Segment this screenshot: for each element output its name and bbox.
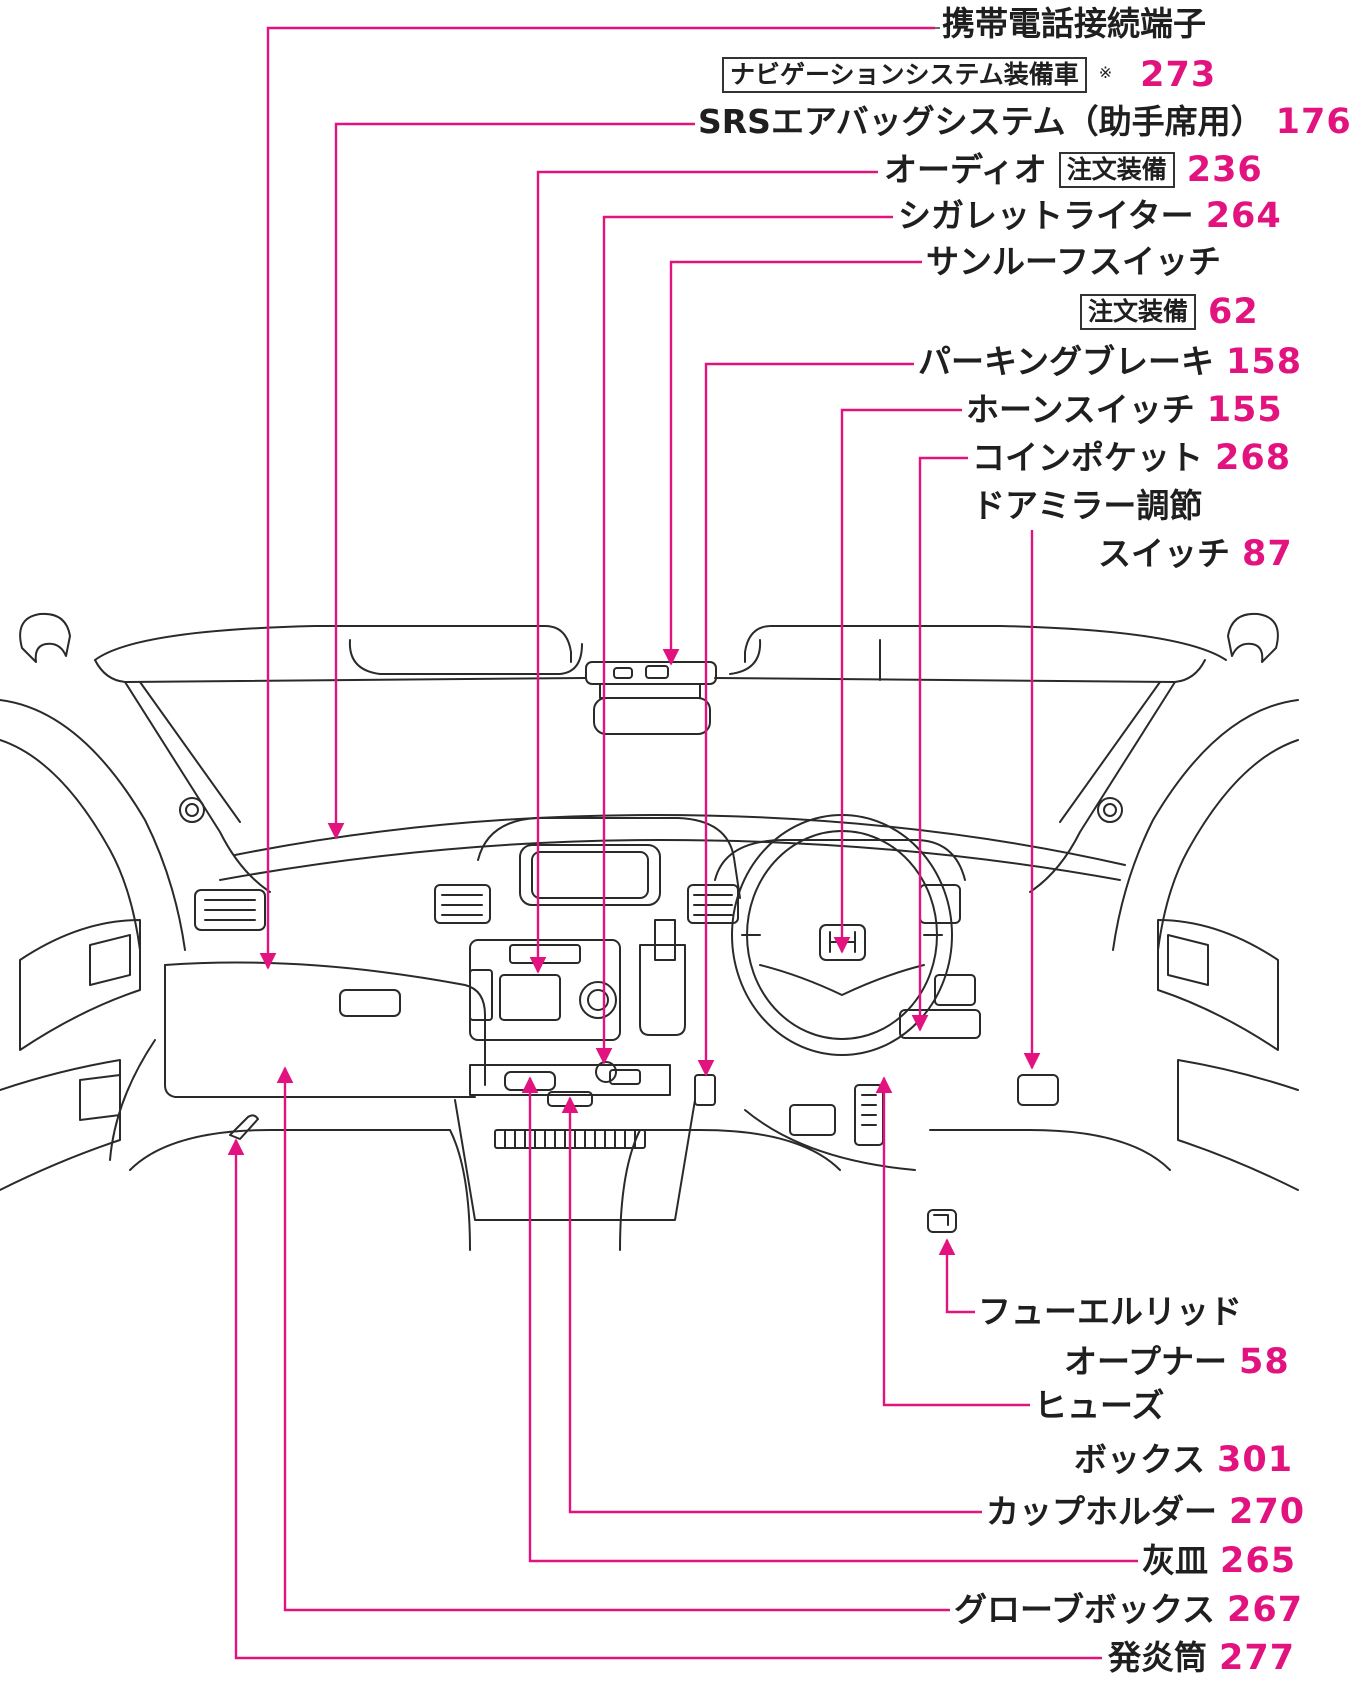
label-cup-page[interactable]: 270 bbox=[1229, 1492, 1306, 1532]
label-fuel-line2: オープナー 58 bbox=[1064, 1342, 1290, 1382]
label-audio-page[interactable]: 236 bbox=[1186, 150, 1263, 190]
label-fuse-line2: ボックス 301 bbox=[1074, 1440, 1293, 1480]
label-sunroof-tag: 注文装備 bbox=[1080, 294, 1197, 330]
label-sunroof-page[interactable]: 62 bbox=[1208, 292, 1259, 332]
label-ashtray-page[interactable]: 265 bbox=[1220, 1541, 1297, 1581]
dashboard-diagram bbox=[0, 26, 1299, 1660]
label-phone: 携帯電話接続端子 bbox=[942, 4, 1206, 44]
leader-ashtray bbox=[521, 1076, 1138, 1563]
label-glove-text: グローブボックス bbox=[954, 1590, 1216, 1629]
leader-sunroof bbox=[662, 260, 922, 666]
leader-fuel bbox=[938, 1238, 975, 1314]
label-audio: オーディオ 注文装備 236 bbox=[884, 150, 1263, 190]
label-srs-page[interactable]: 176 bbox=[1275, 102, 1352, 142]
label-horn-page[interactable]: 155 bbox=[1206, 390, 1283, 430]
label-phone-tag-row: ナビゲーションシステム装備車 ※ 273 bbox=[722, 55, 1216, 95]
label-fuse-line1: ヒューズ bbox=[1034, 1386, 1164, 1426]
label-ashtray: 灰皿 265 bbox=[1142, 1541, 1296, 1581]
leader-cup bbox=[561, 1096, 982, 1514]
label-flare-page[interactable]: 277 bbox=[1219, 1638, 1296, 1678]
label-audio-tag: 注文装備 bbox=[1058, 152, 1175, 188]
label-cigarette-page[interactable]: 264 bbox=[1205, 196, 1282, 236]
label-parking-page[interactable]: 158 bbox=[1226, 342, 1303, 382]
label-mirror-line1: ドアミラー調節 bbox=[972, 486, 1202, 526]
label-glove: グローブボックス 267 bbox=[954, 1590, 1303, 1630]
label-srs-text: SRSエアバッグシステム（助手席用） bbox=[698, 102, 1264, 141]
label-fuel-line1: フューエルリッド bbox=[978, 1292, 1242, 1332]
label-flare: 発炎筒 277 bbox=[1108, 1638, 1295, 1678]
label-phone-text: 携帯電話接続端子 bbox=[942, 4, 1206, 43]
label-mirror-page[interactable]: 87 bbox=[1242, 534, 1293, 574]
label-parking: パーキングブレーキ 158 bbox=[918, 342, 1302, 382]
label-srs: SRSエアバッグシステム（助手席用） 176 bbox=[698, 102, 1352, 142]
leader-audio bbox=[529, 170, 878, 974]
leader-glove bbox=[276, 1066, 950, 1612]
label-cigarette: シガレットライター 264 bbox=[898, 196, 1282, 236]
label-fuse-text1: ヒューズ bbox=[1034, 1386, 1165, 1425]
label-sunroof: サンルーフスイッチ bbox=[926, 242, 1221, 282]
leader-horn bbox=[833, 408, 962, 954]
label-fuse-page[interactable]: 301 bbox=[1217, 1440, 1294, 1480]
label-phone-note: ※ bbox=[1098, 63, 1113, 82]
leader-parking bbox=[697, 362, 914, 1077]
label-fuel-text1: フューエルリッド bbox=[978, 1292, 1242, 1331]
label-audio-text: オーディオ bbox=[884, 150, 1047, 189]
label-mirror-line2: スイッチ 87 bbox=[1098, 534, 1293, 574]
leader-cigarette bbox=[595, 215, 893, 1065]
label-coin-page[interactable]: 268 bbox=[1215, 438, 1292, 478]
label-cigarette-text: シガレットライター bbox=[898, 196, 1194, 235]
label-fuel-page[interactable]: 58 bbox=[1239, 1342, 1290, 1382]
label-horn: ホーンスイッチ 155 bbox=[966, 390, 1283, 430]
label-flare-text: 発炎筒 bbox=[1108, 1638, 1207, 1677]
label-phone-page[interactable]: 273 bbox=[1140, 55, 1217, 95]
label-mirror-text2: スイッチ bbox=[1098, 534, 1230, 573]
label-mirror-text1: ドアミラー調節 bbox=[972, 486, 1203, 525]
leader-flare bbox=[227, 1138, 1102, 1660]
label-fuse-text2: ボックス bbox=[1074, 1440, 1206, 1479]
label-cup-text: カップホルダー bbox=[986, 1492, 1217, 1531]
label-glove-page[interactable]: 267 bbox=[1227, 1590, 1304, 1630]
label-phone-tag: ナビゲーションシステム装備車 bbox=[722, 57, 1087, 93]
label-ashtray-text: 灰皿 bbox=[1142, 1541, 1208, 1580]
label-sunroof-tag-row: 注文装備 62 bbox=[1080, 292, 1259, 332]
leader-coin bbox=[911, 456, 968, 1032]
leader-srs bbox=[327, 122, 695, 840]
leader-lines bbox=[227, 26, 1138, 1660]
label-parking-text: パーキングブレーキ bbox=[918, 342, 1215, 381]
label-horn-text: ホーンスイッチ bbox=[966, 390, 1195, 429]
leader-fuse bbox=[875, 1076, 1030, 1407]
label-fuel-text2: オープナー bbox=[1064, 1342, 1228, 1381]
label-coin-text: コインポケット bbox=[972, 438, 1203, 477]
label-cup: カップホルダー 270 bbox=[986, 1492, 1305, 1532]
label-sunroof-text: サンルーフスイッチ bbox=[926, 242, 1222, 281]
leader-phone bbox=[259, 26, 935, 970]
interior-illustration bbox=[0, 612, 1299, 1251]
label-coin: コインポケット 268 bbox=[972, 438, 1291, 478]
